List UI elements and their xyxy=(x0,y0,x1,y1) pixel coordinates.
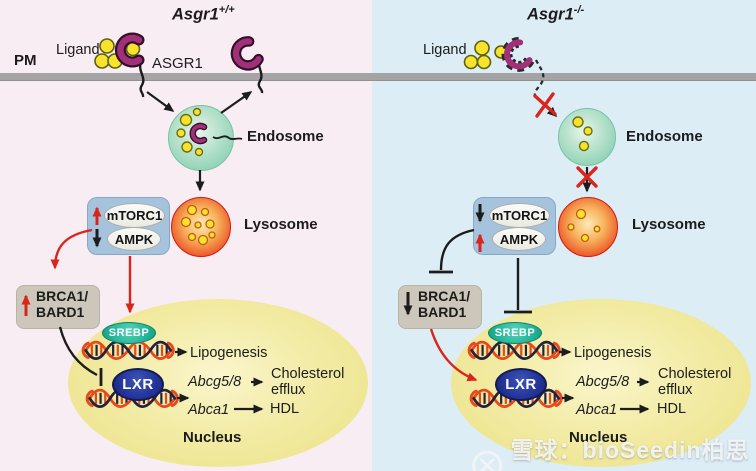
genotype-base-left: Asgr1 xyxy=(172,5,219,24)
brca-line1-left: BRCA1/ xyxy=(36,288,89,304)
pm-label: PM xyxy=(14,52,37,69)
asgr1-receptor xyxy=(114,32,145,98)
plasma-membrane-bar xyxy=(0,73,756,81)
brca-to-lxr-arrow-right xyxy=(429,328,478,382)
dna-helix-srebp-left xyxy=(81,340,175,361)
brca-line2-right: BARD1 xyxy=(418,304,467,320)
endosome-cargo-left xyxy=(176,107,243,157)
cholesterol-line2-left: efflux xyxy=(271,382,306,398)
lxr-chip-right: LXR xyxy=(495,368,547,401)
ligand-label-left: Ligand xyxy=(56,42,100,58)
box-to-brca-arrow-left xyxy=(50,228,93,270)
abcg-label-right: Abcg5/8 xyxy=(576,374,630,390)
lipogenesis-label-left: Lipogenesis xyxy=(190,345,268,361)
watermark-text: 雪球：bioSeedin柏思荟 xyxy=(510,437,750,463)
brca-label-right: BRCA1/BARD1 xyxy=(418,288,470,320)
absent-asgr1-receptor xyxy=(501,36,545,97)
endocytosis-arrow xyxy=(146,91,175,112)
ligand-dots-right xyxy=(463,40,508,70)
ampk-chip-right: AMPK xyxy=(492,227,546,251)
ampk-inhibits-srebp-right xyxy=(504,258,532,314)
endosome-right xyxy=(558,108,616,166)
endosome-cargo-right xyxy=(572,116,593,152)
cholesterol-line1-left: Cholesterol xyxy=(271,366,345,382)
ligand-label-right: Ligand xyxy=(423,42,467,58)
abca-label-right: Abca1 xyxy=(576,402,618,418)
red-x-icon-endocytosis xyxy=(533,92,557,118)
hdl-label-left: HDL xyxy=(270,401,300,417)
abcg-label-left: Abcg5/8 xyxy=(188,374,242,390)
xueqiu-logo-icon xyxy=(472,449,503,471)
lysosome-label-left: Lysosome xyxy=(244,216,318,233)
srebp-chip-left: SREBP xyxy=(102,322,156,344)
brca-line2-left: BARD1 xyxy=(36,304,85,320)
brca-box-left xyxy=(16,285,100,329)
nucleus-label-left: Nucleus xyxy=(183,429,242,446)
mtorc1-chip-right: mTORC1 xyxy=(489,203,550,228)
cholesterol-line2-right: efflux xyxy=(658,382,693,398)
genotype-title-right: Asgr1-/- xyxy=(527,4,584,25)
nucleus-label-right: Nucleus xyxy=(569,429,628,446)
lysosome-cargo-left xyxy=(180,204,216,246)
ampk-chip-left: AMPK xyxy=(107,227,161,251)
cholesterol-line1-right: Cholesterol xyxy=(658,366,732,382)
brca-inhibits-lxr-left xyxy=(58,326,103,386)
lipogenesis-label-right: Lipogenesis xyxy=(574,345,652,361)
genotype-sup-left: +/+ xyxy=(218,4,235,16)
abca-label-left: Abca1 xyxy=(188,402,230,418)
mtorc1-chip-left: mTORC1 xyxy=(104,203,165,228)
recycling-arrow xyxy=(220,91,253,114)
endosome-label-left: Endosome xyxy=(247,128,324,145)
genotype-base-right: Asgr1 xyxy=(527,5,574,24)
asgr1-label: ASGR1 xyxy=(152,55,203,72)
lxr-chip-left: LXR xyxy=(112,368,164,401)
genotype-sup-right: -/- xyxy=(573,4,585,16)
brca-line1-right: BRCA1/ xyxy=(418,288,471,304)
endosome-label-right: Endosome xyxy=(626,128,703,145)
lysosome-label-right: Lysosome xyxy=(632,216,706,233)
box-inhibits-brca-right xyxy=(429,228,475,274)
hdl-label-right: HDL xyxy=(657,401,687,417)
genotype-title-left: Asgr1+/+ xyxy=(172,4,235,25)
red-x-icon-maturation xyxy=(576,166,598,188)
lysosome-cargo-right xyxy=(567,208,601,243)
brca-label-left: BRCA1/BARD1 xyxy=(36,288,88,320)
dna-helix-srebp-right xyxy=(467,340,561,361)
recycled-receptor xyxy=(230,36,264,94)
brca-box-right xyxy=(398,285,482,329)
srebp-chip-right: SREBP xyxy=(488,322,542,344)
watermark: 雪球：bioSeedin柏思荟 xyxy=(470,431,756,471)
